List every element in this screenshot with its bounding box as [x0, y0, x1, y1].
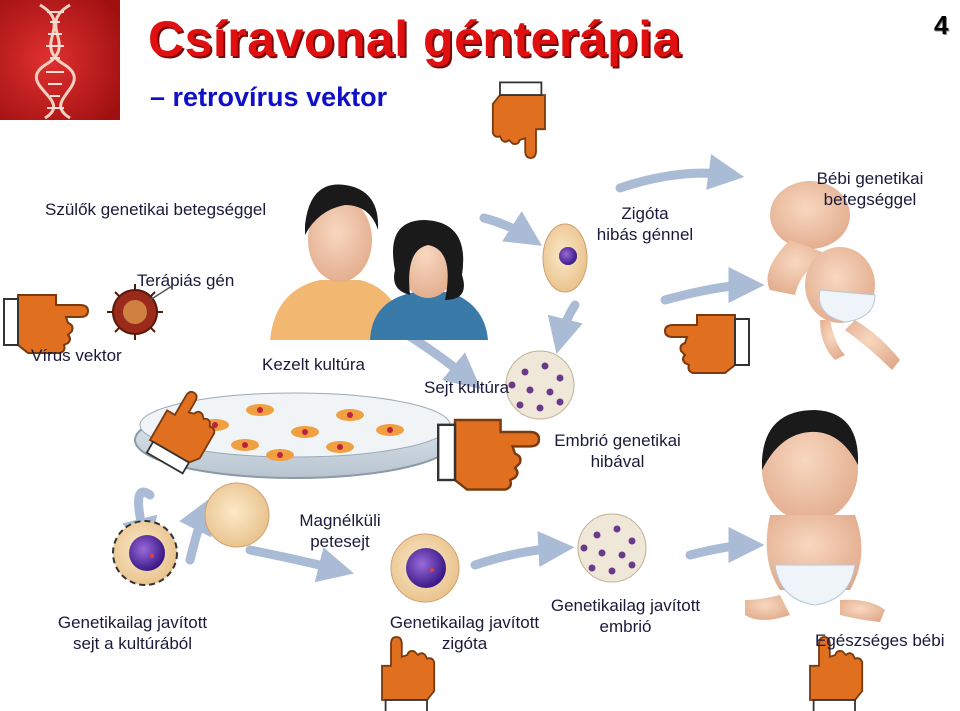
zygote-label: Zigóta hibás génnel — [575, 203, 715, 245]
enucleated-egg-label-line1: Magnélküli — [299, 511, 381, 530]
dna-helix-image — [0, 0, 120, 120]
slide-subtitle: – retrovírus vektor — [150, 82, 388, 112]
corrected-cell — [112, 520, 178, 586]
corrected-cell-label-line2: sejt a kultúrából — [72, 634, 193, 653]
corrected-embryo-label-line1: Genetikailag javított — [550, 596, 701, 615]
corrected-embryo-label-line2: embrió — [599, 617, 652, 636]
healthy-baby-illustration — [745, 410, 885, 622]
slide-title: Csíravonal génterápia — [148, 11, 681, 67]
embryo-defect-label: Embrió genetikai hibával — [535, 430, 700, 472]
healthy-baby-label: Egészséges bébi — [815, 631, 945, 650]
embryo-defect-label-line2: hibával — [590, 452, 645, 471]
cell-culture-label: Sejt kultúra — [424, 378, 510, 397]
corrected-zygote-label-line2: zigóta — [441, 634, 488, 653]
zygote-label-line2: hibás génnel — [596, 225, 694, 244]
therapy-gene-label: Terápiás gén — [137, 271, 235, 290]
virus-vector — [107, 284, 173, 340]
parents-illustration — [270, 184, 488, 340]
corrected-embryo-label: Genetikailag javított embrió — [533, 595, 718, 637]
corrected-zygote — [390, 533, 460, 603]
sick-baby-label: Bébi genetikai betegséggel — [790, 168, 950, 210]
corrected-cell-label: Genetikailag javított sejt a kultúrából — [40, 612, 225, 654]
enucleated-egg-label: Magnélküli petesejt — [280, 510, 400, 552]
zygote-cell — [542, 223, 588, 293]
sick-baby-label-line2: betegséggel — [823, 190, 917, 209]
treated-culture-label: Kezelt kultúra — [262, 355, 365, 374]
parents-label: Szülők genetikai betegséggel — [45, 200, 267, 219]
corrected-zygote-label-line1: Genetikailag javított — [389, 613, 540, 632]
enucleated-egg-label-line2: petesejt — [310, 532, 370, 551]
embryo-cluster-top — [505, 350, 575, 420]
sick-baby-label-line1: Bébi genetikai — [816, 169, 924, 188]
virus-vector-label: Vírus vektor — [31, 346, 122, 365]
enucleated-egg — [204, 482, 270, 548]
slide-number: 4 — [934, 10, 949, 40]
corrected-cell-label-line1: Genetikailag javított — [57, 613, 208, 632]
corrected-zygote-label: Genetikailag javított zigóta — [372, 612, 557, 654]
sick-baby-illustration — [767, 181, 900, 370]
zygote-label-line1: Zigóta — [621, 204, 669, 223]
embryo-defect-label-line1: Embrió genetikai — [554, 431, 681, 450]
embryo-cluster-bottom — [577, 513, 647, 583]
petri-dish — [134, 392, 456, 479]
